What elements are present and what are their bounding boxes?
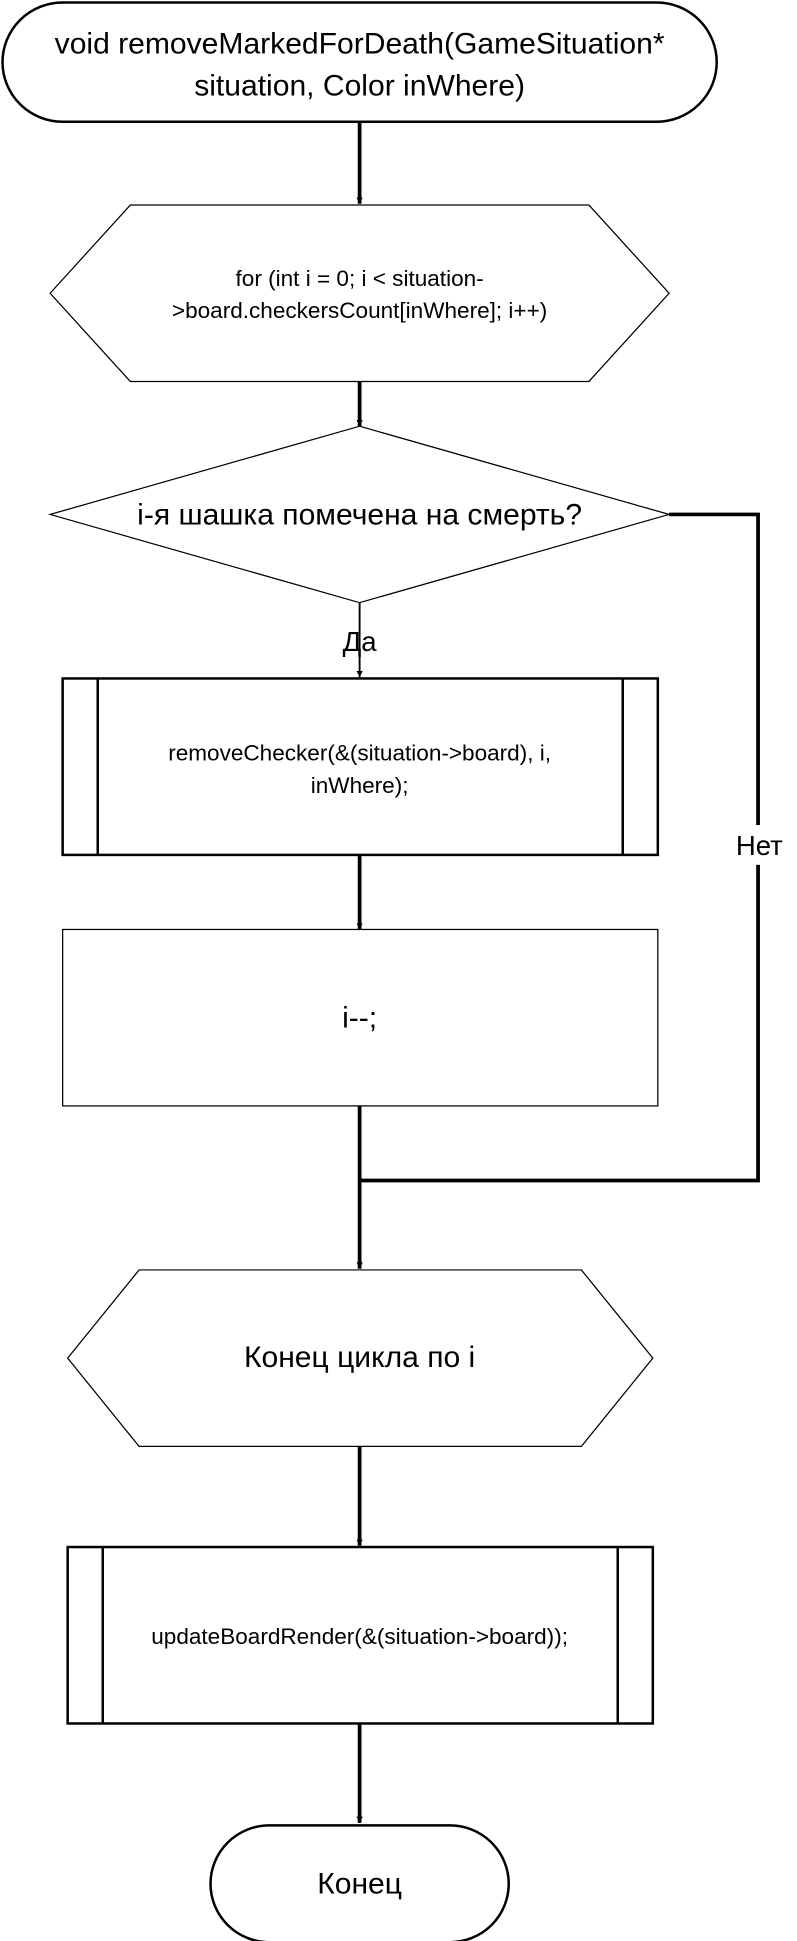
decrement-process (62, 928, 659, 1107)
loop-end-label: Конец цикла по i (244, 1341, 475, 1374)
decision-label: i-я шашка помечена на смерть? (137, 498, 582, 531)
update-board-render-label: updateBoardRender(&(situation->board)); (151, 1624, 568, 1649)
update-board-render-subroutine (66, 1545, 655, 1725)
no-label-background (726, 825, 790, 865)
yes-label: Да (343, 626, 378, 657)
remove-checker-label-line2: inWhere); (311, 773, 409, 798)
start-terminator (1, 1, 718, 124)
no-label: Нет (736, 830, 783, 861)
end-label: Конец (317, 1868, 402, 1901)
decrement-label: i--; (342, 1002, 377, 1035)
loop-start-label-line1: for (int i = 0; i < situation- (236, 266, 484, 291)
end-terminator (209, 1824, 510, 1941)
loop-start-hexagon (49, 204, 670, 383)
remove-checker-label-line1: removeChecker(&(situation->board), i, (168, 741, 551, 766)
remove-checker-subroutine (61, 677, 660, 857)
start-label-line1: void removeMarkedForDeath(GameSituation* (55, 28, 665, 61)
loop-end-hexagon (66, 1269, 654, 1448)
loop-start-label-line2: >board.checkersCount[inWhere]; i++) (172, 298, 547, 323)
start-label-line2: situation, Color inWhere) (194, 70, 525, 103)
